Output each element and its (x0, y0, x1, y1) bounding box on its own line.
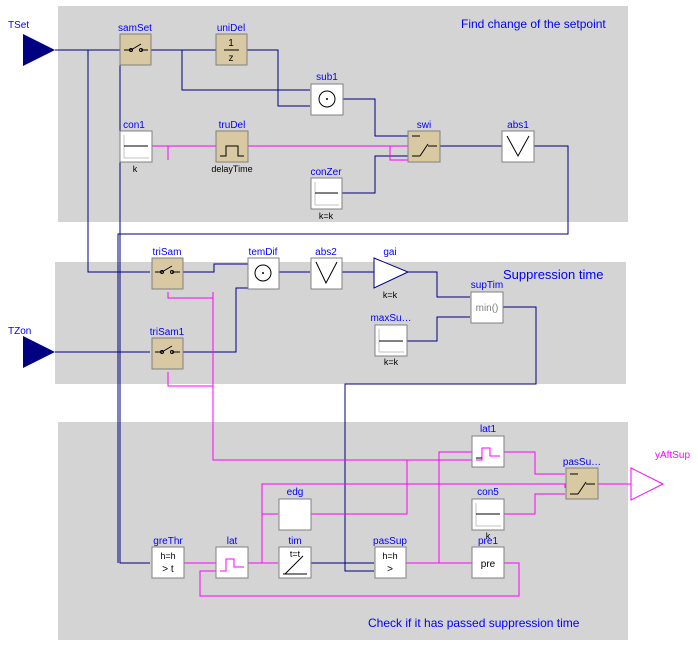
pre1-text: pre (481, 559, 496, 570)
trisam1-label: triSam1 (150, 327, 185, 338)
edg-block[interactable] (278, 498, 312, 531)
section-check-bg (58, 422, 628, 640)
tset-input-icon[interactable] (23, 34, 55, 66)
trudel-label: truDel (219, 120, 246, 131)
gai-param: k=k (383, 290, 398, 300)
passup-block[interactable] (374, 546, 407, 579)
abs2-label: abs2 (315, 247, 337, 258)
conzer-label: conZer (310, 167, 342, 178)
pre1-block[interactable] (471, 546, 505, 579)
section-setpoint-title: Find change of the setpoint (461, 17, 606, 31)
yaftsup-output-icon[interactable] (630, 467, 665, 501)
samset-label: samSet (118, 23, 152, 34)
grethr-block[interactable] (151, 546, 185, 579)
maxsu-block[interactable] (374, 324, 408, 357)
tzon-label: TZon (8, 326, 31, 337)
trudel-block[interactable] (215, 130, 249, 163)
lat1-block[interactable] (471, 435, 505, 468)
conzer-block[interactable] (310, 177, 343, 210)
gai-block[interactable] (373, 257, 410, 289)
pre1-label: pre1 (478, 536, 498, 547)
edg-label: edg (287, 487, 304, 498)
tim-label: tim (288, 536, 301, 547)
temdif-block[interactable] (247, 257, 280, 290)
passup-label: pasSup (373, 536, 407, 547)
trisam-block[interactable] (151, 257, 184, 290)
lat-block[interactable] (215, 546, 249, 579)
abs1-block[interactable] (501, 130, 535, 163)
passu-block[interactable] (565, 467, 599, 500)
passup-param: h=h (382, 551, 397, 561)
lat-label: lat (227, 536, 238, 547)
con5-label: con5 (477, 487, 499, 498)
boolean-wires (152, 145, 631, 597)
trisam-label: triSam (153, 247, 182, 258)
maxsu-label: maxSu… (370, 313, 411, 324)
sub1-label: sub1 (316, 72, 338, 83)
suptim-label: supTim (471, 280, 503, 291)
passu-label: pasSu… (563, 457, 601, 468)
suptim-text: min() (476, 303, 499, 314)
temdif-label: temDif (249, 247, 278, 258)
con1-block[interactable] (119, 130, 153, 163)
swi-label: swi (417, 120, 431, 131)
unidel-label: uniDel (217, 23, 245, 34)
grethr-label: greThr (153, 536, 183, 547)
swi-block[interactable] (407, 130, 441, 163)
section-suppression-title: Suppression time (503, 267, 603, 282)
sub1-block[interactable] (310, 83, 344, 116)
con5-param: k (486, 531, 491, 541)
unidel-denominator: z (229, 53, 234, 64)
trudel-param: delayTime (211, 164, 252, 174)
passup-text: > (387, 564, 393, 575)
tzon-input-icon[interactable] (23, 336, 55, 368)
gai-label: gai (383, 247, 396, 258)
conzer-param: k=k (319, 211, 334, 221)
lat1-label: lat1 (480, 424, 497, 435)
grethr-param: h=h (160, 551, 175, 561)
con5-block[interactable] (471, 498, 505, 531)
con1-label: con1 (123, 120, 145, 131)
suptim-block[interactable] (470, 291, 504, 324)
section-check-title: Check if it has passed suppression time (368, 616, 580, 630)
tim-block[interactable] (278, 546, 312, 579)
tim-param: t=t (290, 549, 301, 559)
maxsu-param: k=k (384, 357, 399, 367)
abs2-block[interactable] (310, 257, 343, 290)
trisam1-block[interactable] (151, 337, 184, 370)
grethr-text: > t (162, 564, 174, 575)
unidel-block[interactable] (215, 33, 248, 66)
yaftsup-label: yAftSup (655, 450, 690, 461)
samset-block[interactable] (119, 33, 152, 66)
con1-param: k (133, 164, 138, 174)
unidel-numerator: 1 (228, 38, 234, 49)
tset-label: TSet (8, 20, 29, 31)
abs1-label: abs1 (507, 120, 529, 131)
real-wires (55, 49, 569, 572)
